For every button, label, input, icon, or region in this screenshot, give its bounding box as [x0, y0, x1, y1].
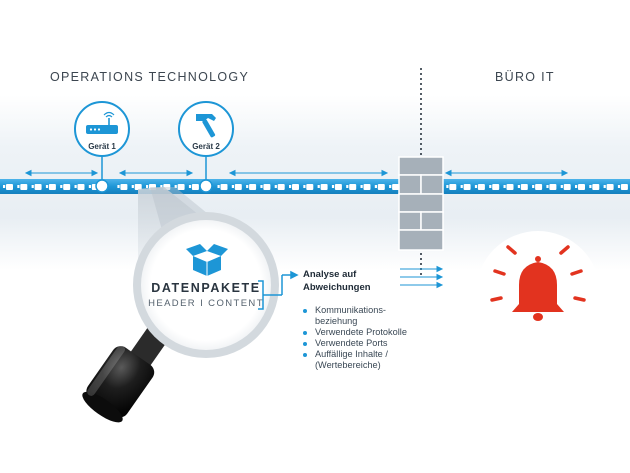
- device-1-label: Gerät 1: [88, 142, 116, 151]
- analysis-item: Verwendete Protokolle: [301, 327, 431, 338]
- open-box-icon: [186, 244, 228, 276]
- magnifier-lens: [141, 220, 271, 350]
- router-icon: [86, 111, 118, 134]
- magnifier-subtitle: HEADER I CONTENT: [148, 298, 264, 309]
- device-2-node: [199, 179, 213, 193]
- ot-section-title: OPERATIONS TECHNOLOGY: [50, 70, 250, 84]
- analysis-list: Kommunikations- beziehung Verwendete Pro…: [301, 305, 431, 371]
- device-2-label: Gerät 2: [192, 142, 220, 151]
- hammer-icon: [196, 114, 216, 138]
- segment-arrows: [24, 169, 569, 177]
- alarm-bell-icon: [490, 245, 586, 321]
- device-2-circle: [178, 101, 234, 157]
- device-1-node: [95, 179, 109, 193]
- firewall-wall: [398, 156, 444, 251]
- analysis-item: Verwendete Ports: [301, 338, 431, 349]
- analysis-bracket: [258, 270, 299, 310]
- magnifier-title: DATENPAKETE: [151, 281, 261, 295]
- it-section-title: BÜRO IT: [495, 70, 555, 84]
- analysis-item: Auffällige Inhalte / (Wertebereiche): [301, 349, 415, 371]
- magnifier-handle: [82, 324, 170, 423]
- mirror-arrows: [400, 265, 444, 289]
- analysis-item: Kommunikations- beziehung: [301, 305, 407, 327]
- analysis-title: Analyse auf Abweichungen: [303, 269, 371, 293]
